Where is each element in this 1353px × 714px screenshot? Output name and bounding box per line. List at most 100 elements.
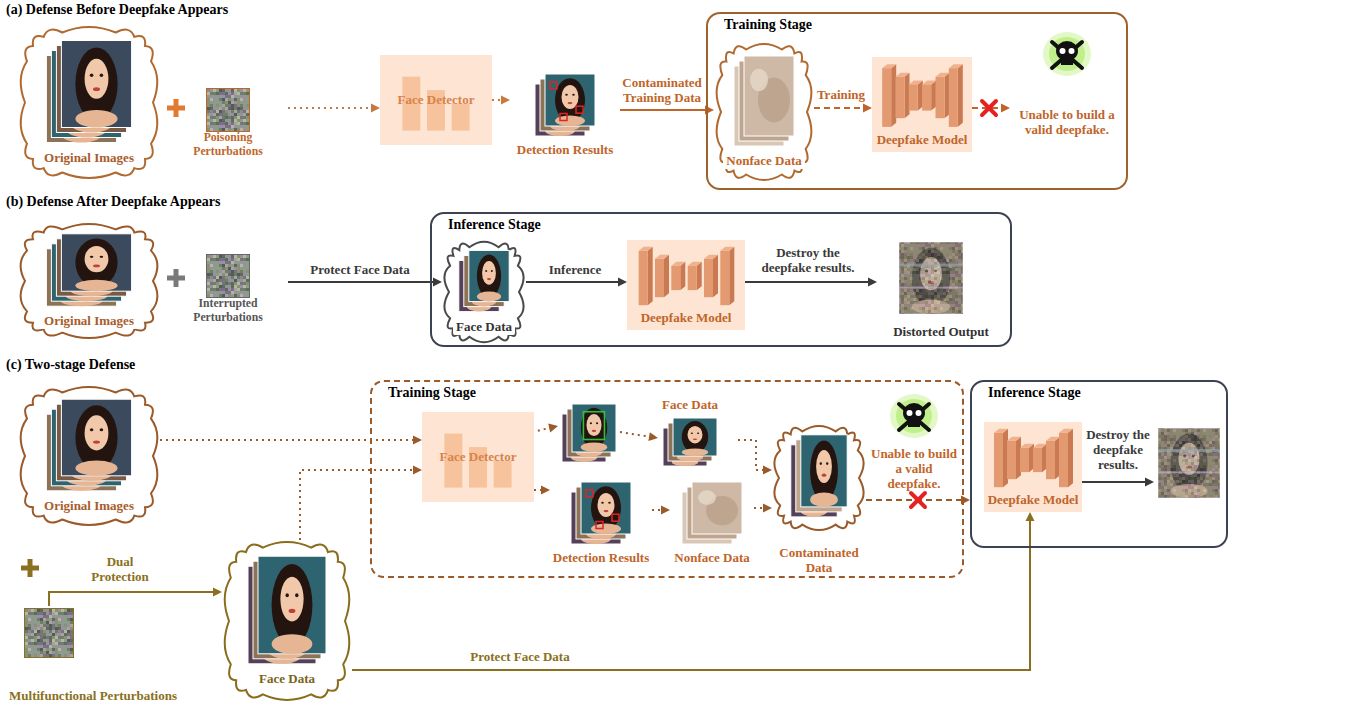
outline-path <box>534 489 542 491</box>
image-stack: Face Data <box>642 398 738 468</box>
node-label: Detection Results <box>517 143 613 158</box>
stage-title: Training Stage <box>388 385 476 401</box>
stage-panel: Training StageNonface DataDeepfake Model… <box>706 12 1128 190</box>
node-label: Poisoning Perturbations <box>170 131 286 158</box>
arrow-head <box>1059 429 1073 433</box>
outline-path <box>288 281 434 283</box>
connector <box>814 104 872 113</box>
outline-path <box>160 439 414 441</box>
edge-label: Dual Protection <box>80 555 160 585</box>
shape-ellipse <box>598 493 615 517</box>
perturbation-box: Interrupted Perturbations <box>168 252 288 324</box>
shape-rect <box>583 412 604 440</box>
shape-rect <box>801 435 847 507</box>
shape-rect <box>720 251 729 305</box>
image-cloud: Face Data <box>222 540 352 702</box>
shape-rect <box>572 404 616 452</box>
arrow-head <box>729 247 734 305</box>
cross-stroke <box>911 493 925 507</box>
outline-path <box>1080 481 1146 483</box>
shape-ellipse <box>604 510 609 512</box>
connector <box>160 436 422 445</box>
shape-ellipse <box>691 432 693 434</box>
arrow-head <box>688 262 702 266</box>
shape-ellipse <box>810 493 838 507</box>
node-label: Face Detector <box>398 93 475 108</box>
shape-ellipse <box>907 410 913 416</box>
connector <box>738 440 772 475</box>
shape-ellipse <box>90 74 94 77</box>
connector <box>745 278 877 287</box>
shape-ellipse <box>688 426 703 443</box>
shape-rect <box>899 242 963 314</box>
shape-ellipse <box>487 278 491 280</box>
shape-rect <box>639 251 648 305</box>
stroke-line <box>1052 42 1082 68</box>
shape-rect <box>207 255 249 297</box>
perturbation-pattern <box>206 88 250 132</box>
shape-ellipse <box>601 502 604 504</box>
arrow-head <box>639 247 653 251</box>
shape-rect <box>688 266 697 290</box>
arrow-head <box>949 64 963 68</box>
stage-panel: Inference StageFace DataDeepfake ModelDi… <box>430 212 1012 347</box>
shape-rect <box>1007 441 1016 479</box>
cross-stroke <box>911 493 925 507</box>
plus-sign <box>167 269 185 287</box>
shape-ellipse <box>1060 48 1066 54</box>
shape-ellipse <box>591 486 621 530</box>
arrow-head <box>213 588 222 597</box>
shape-ellipse <box>295 593 298 597</box>
shape-ellipse <box>693 439 697 441</box>
shape-rect <box>469 250 509 301</box>
perturbation-pattern <box>24 608 74 658</box>
outline-path <box>225 542 350 700</box>
node-label: Face Detector <box>440 450 517 465</box>
arrow-head <box>664 255 669 297</box>
outline-path <box>738 440 764 470</box>
arrow-head <box>704 255 718 259</box>
shape-rect <box>61 234 131 291</box>
connector <box>620 106 714 115</box>
image-cloud: Original Images <box>18 222 160 340</box>
shape-ellipse <box>590 422 592 424</box>
stage-title: Inference Stage <box>448 217 541 233</box>
failure-icon: Unable to build a valid deepfake. <box>868 390 960 494</box>
image-stack: Distorted Output <box>877 238 1005 340</box>
shape-ellipse <box>75 280 117 291</box>
arrow-head <box>763 504 772 513</box>
shape-rect <box>704 259 713 297</box>
shape-rect <box>61 399 131 476</box>
shape-ellipse <box>608 502 611 504</box>
shape-rect <box>545 74 595 126</box>
shape-rect <box>586 490 593 497</box>
shape-ellipse <box>682 448 708 456</box>
arrow-head <box>896 73 910 77</box>
node-label: Detection Results <box>553 551 649 566</box>
arrow-head <box>713 255 718 297</box>
shape-rect <box>692 482 742 534</box>
shape-ellipse <box>750 69 768 91</box>
outline-path <box>492 99 502 101</box>
arrow-head <box>936 73 950 77</box>
arrow-head <box>1001 104 1010 113</box>
shape-ellipse <box>565 94 568 96</box>
shape-ellipse <box>286 593 289 597</box>
connector <box>288 278 442 287</box>
arrow-head <box>433 278 442 287</box>
outline-path <box>717 44 812 180</box>
shape-ellipse <box>1043 32 1091 76</box>
shape-ellipse <box>896 399 932 433</box>
arrow-head <box>1068 429 1073 487</box>
shape-ellipse <box>572 94 575 96</box>
shape-ellipse <box>482 261 496 285</box>
image-stack: Detection Results <box>510 72 620 158</box>
node-label: Interrupted Perturbations <box>170 297 286 324</box>
shape-rect <box>1059 433 1068 487</box>
shape-ellipse <box>1049 37 1085 71</box>
outline-path <box>652 509 662 511</box>
connector <box>288 104 380 113</box>
